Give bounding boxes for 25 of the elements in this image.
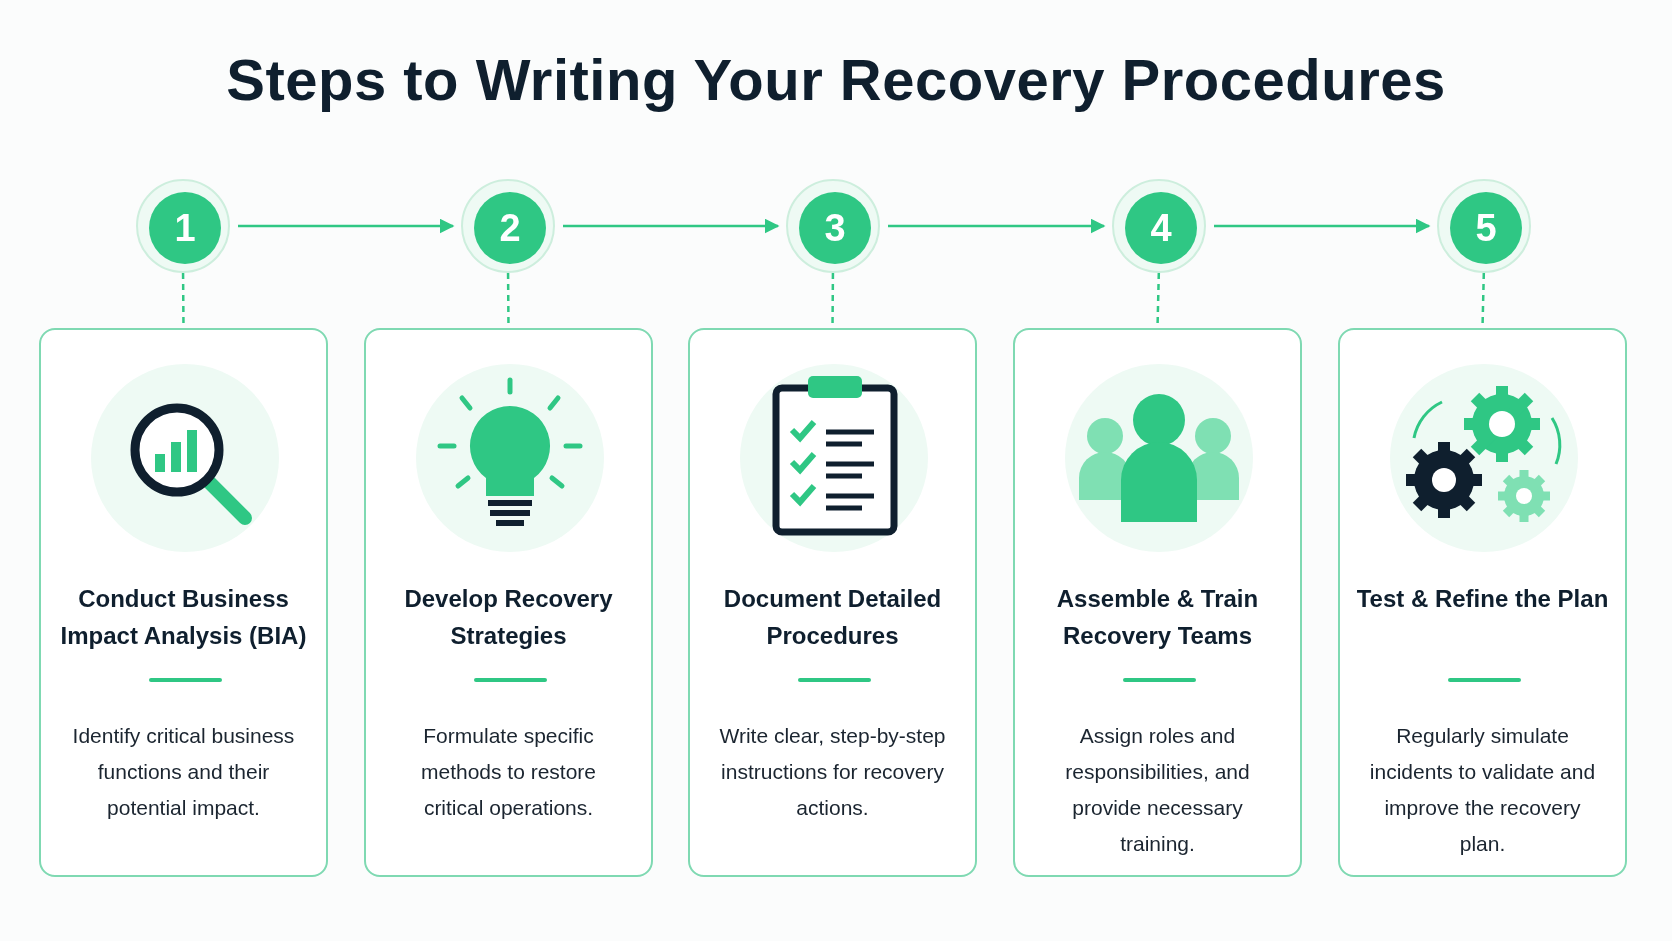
step-card	[1013, 328, 1302, 877]
step-number: 2	[474, 192, 546, 264]
step-number: 3	[799, 192, 871, 264]
step-title: Assemble & Train Recovery Teams	[1055, 584, 1260, 651]
step-title: Conduct Business Impact Analysis (BIA)	[59, 584, 308, 651]
step-description: Regularly simulate incidents to validate and improve the recovery plan.	[1368, 723, 1597, 857]
step-number: 1	[149, 192, 221, 264]
step-description: Identify critical business functions and their potential impact.	[71, 723, 296, 821]
title: Steps to Writing Your Recovery Procedures	[225, 46, 1447, 113]
step-card	[39, 328, 328, 877]
arrow	[1214, 218, 1431, 234]
arrow	[888, 218, 1106, 234]
step-card	[364, 328, 653, 877]
step-description: Assign roles and responsibilities, and provide necessary training.	[1064, 723, 1251, 857]
step-description: Formulate specific methods to restore critical operations.	[419, 723, 598, 821]
step-title: Document Detailed Procedures	[722, 584, 943, 651]
arrow	[563, 218, 780, 234]
step-card	[1338, 328, 1627, 877]
step-number: 4	[1125, 192, 1197, 264]
step-title: Develop Recovery Strategies	[403, 584, 614, 651]
step-number: 5	[1450, 192, 1522, 264]
step-title: Test & Refine the Plan	[1355, 584, 1610, 614]
arrow	[238, 218, 455, 234]
step-description: Write clear, step-by-step instructions for recovery actions.	[718, 723, 947, 821]
step-card	[688, 328, 977, 877]
